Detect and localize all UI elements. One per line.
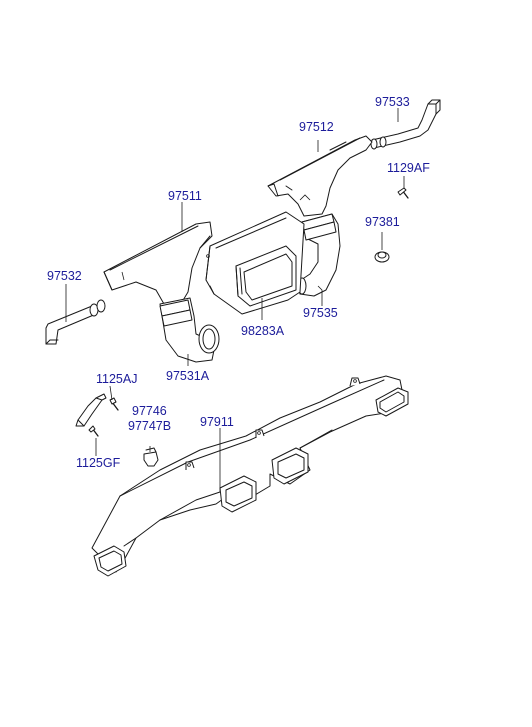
- leader-lines: [65, 108, 405, 492]
- label-97911: 97911: [200, 415, 234, 429]
- label-97511: 97511: [168, 189, 202, 203]
- part-97381-grommet: [374, 251, 390, 263]
- label-98283A: 98283A: [241, 324, 285, 338]
- label-97535: 97535: [303, 306, 338, 320]
- label-1125AJ: 1125AJ: [96, 372, 137, 386]
- part-98283A-frame: [205, 211, 305, 315]
- part-97746-clip: [143, 447, 159, 467]
- part-97512-duct: [267, 135, 373, 297]
- label-1129AF: 1129AF: [387, 161, 430, 175]
- part-97511-duct: [103, 221, 220, 363]
- part-1125AJ-bracket: [75, 393, 119, 427]
- part-97532-pipe: [45, 299, 106, 345]
- label-97381: 97381: [365, 215, 400, 229]
- label-1125GF: 1125GF: [76, 456, 121, 470]
- label-97747B: 97747B: [128, 419, 171, 433]
- part-1129AF-screw: [397, 187, 409, 199]
- part-1125GF-screw: [88, 425, 99, 437]
- part-labels: 97533 97512 1129AF 97511 97381 97532 982…: [47, 95, 430, 470]
- label-97532: 97532: [47, 269, 82, 283]
- label-97533: 97533: [375, 95, 410, 109]
- part-97911-duct: [91, 375, 409, 577]
- label-97512: 97512: [299, 120, 334, 134]
- label-97531A: 97531A: [166, 369, 210, 383]
- label-97746: 97746: [132, 404, 167, 418]
